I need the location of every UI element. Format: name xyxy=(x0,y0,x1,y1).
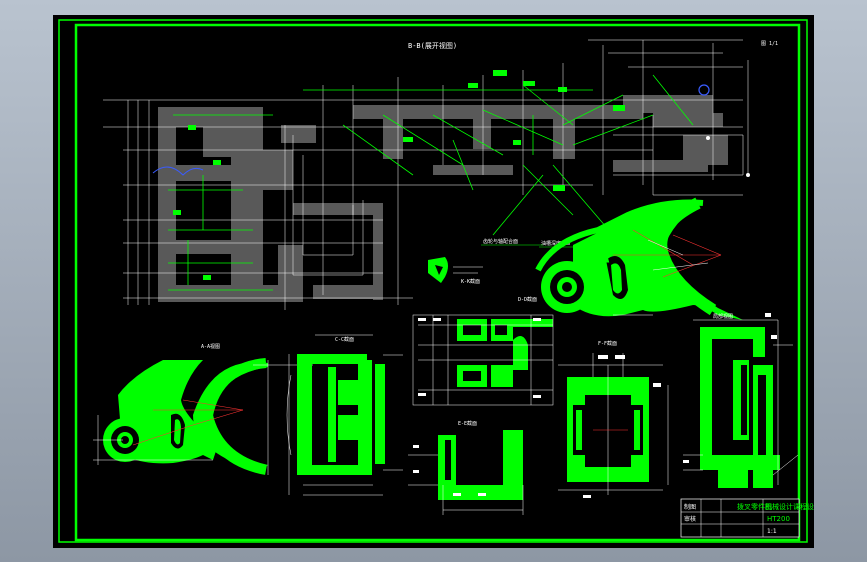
view-label-local: 局部视图 xyxy=(713,313,733,320)
shift-fork-side-view: A-A视图 xyxy=(93,343,313,475)
view-label-a-a: A-A视图 xyxy=(201,343,220,350)
title-block-material: HT200 xyxy=(767,515,790,523)
section-d-d xyxy=(412,314,554,406)
page-number: 图 1/1 xyxy=(761,41,778,47)
title-block: 拨叉零件图 机械设计课程设计 HT200 1:1 制图 审核 xyxy=(680,498,814,538)
main-section-title: B-B(展开视图) xyxy=(408,41,457,50)
view-label-e-e: E-E截面 xyxy=(458,420,477,427)
section-c-c: C-C截面 xyxy=(286,334,403,496)
cad-viewport[interactable]: B-B(展开视图) 图 1/1 xyxy=(53,15,814,548)
detail-k-k: K-K截面 xyxy=(428,257,483,285)
callout-text-2: 油槽深度2mm xyxy=(541,240,570,247)
title-block-checker: 审核 xyxy=(684,515,696,523)
view-label-c-c: C-C截面 xyxy=(335,336,354,343)
outer-frame xyxy=(58,19,808,543)
drawing-canvas[interactable]: B-B(展开视图) 图 1/1 xyxy=(53,15,814,548)
callout-text-1: 齿轮与轴配合面 xyxy=(483,238,518,245)
inner-frame xyxy=(74,23,801,542)
shift-fork-main-view xyxy=(535,197,743,320)
view-label-k-k: K-K截面 xyxy=(461,278,480,285)
title-block-company: 机械设计课程设计 xyxy=(765,502,814,511)
gearbox-section-view xyxy=(103,39,750,310)
section-e-e: E-E截面 xyxy=(408,420,524,515)
title-block-scale: 1:1 xyxy=(767,528,777,535)
title-block-name: 拨叉零件图 xyxy=(737,502,772,511)
section-f-f xyxy=(558,353,669,498)
view-label-d-d: D-D截面 xyxy=(518,296,537,303)
view-label-f-f: F-F截面 xyxy=(598,340,617,347)
title-block-drawer: 制图 xyxy=(684,503,696,511)
local-view: 局部视图 xyxy=(683,313,799,488)
